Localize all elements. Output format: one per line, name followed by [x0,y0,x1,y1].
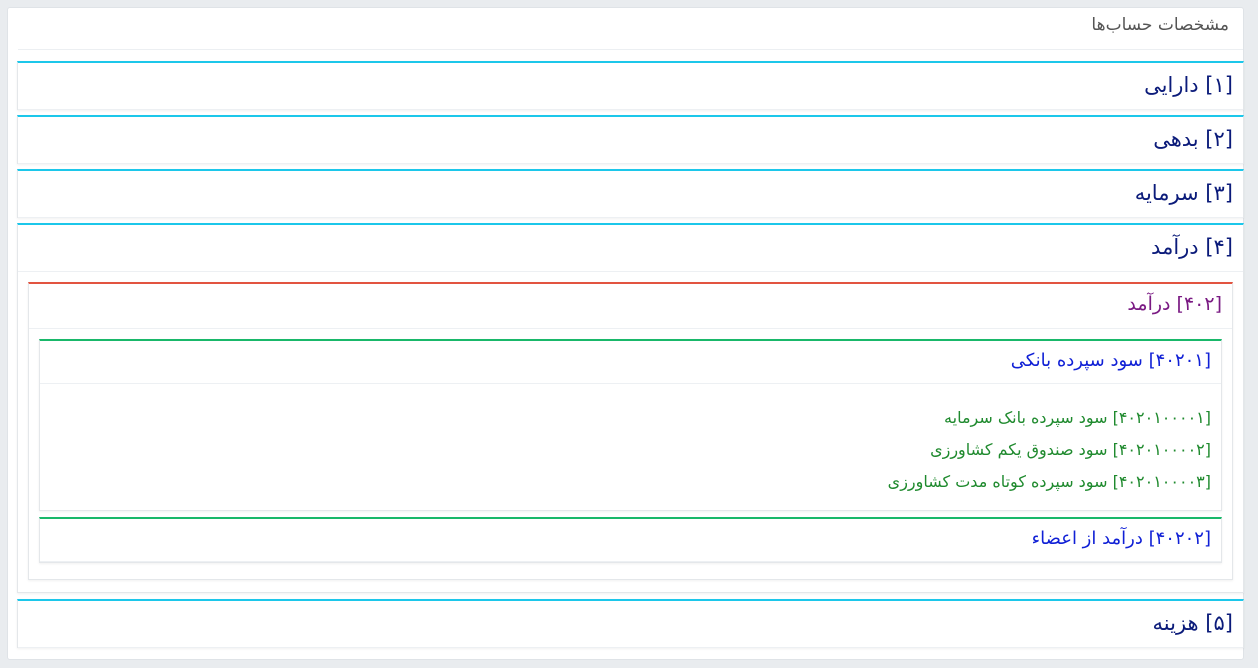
category-liabilities: [۲] بدهی [17,115,1244,164]
category-assets-header[interactable]: [۱] دارایی [18,63,1243,110]
category-revenue: [۴] درآمد [۴۰۲] درآمد [۴۰۲۰۱] سود سپرده … [17,223,1244,593]
category-equity: [۳] سرمایه [17,169,1244,218]
account-list: [۴۰۲۰۱۰۰۰۰۱] سود سپرده بانک سرمایه [۴۰۲۰… [40,384,1221,498]
group-member-revenue: [۴۰۲۰۲] درآمد از اعضاء [39,517,1222,563]
category-liabilities-header[interactable]: [۲] بدهی [18,117,1243,164]
group-bank-deposit-interest-header[interactable]: [۴۰۲۰۱] سود سپرده بانکی [40,341,1221,384]
subcategory-revenue-header[interactable]: [۴۰۲] درآمد [29,284,1232,329]
group-bank-deposit-interest: [۴۰۲۰۱] سود سپرده بانکی [۴۰۲۰۱۰۰۰۰۱] سود… [39,339,1222,511]
title-divider [18,49,1243,50]
account-item[interactable]: [۴۰۲۰۱۰۰۰۰۱] سود سپرده بانک سرمایه [944,408,1211,427]
group-member-revenue-header[interactable]: [۴۰۲۰۲] درآمد از اعضاء [40,519,1221,562]
category-expenses-header[interactable]: [۵] هزینه [18,601,1243,648]
category-assets: [۱] دارایی [17,61,1244,110]
page-title: مشخصات حساب‌ها [1091,15,1229,35]
accounts-panel: مشخصات حساب‌ها [۱] دارایی [۲] بدهی [۳] س… [7,7,1244,660]
category-equity-header[interactable]: [۳] سرمایه [18,171,1243,218]
category-expenses: [۵] هزینه [17,599,1244,648]
account-item[interactable]: [۴۰۲۰۱۰۰۰۰۲] سود صندوق یکم کشاورزی [930,440,1211,459]
subcategory-revenue: [۴۰۲] درآمد [۴۰۲۰۱] سود سپرده بانکی [۴۰۲… [28,282,1233,580]
account-item[interactable]: [۴۰۲۰۱۰۰۰۰۳] سود سپرده کوتاه مدت کشاورزی [887,472,1211,491]
category-revenue-header[interactable]: [۴] درآمد [18,225,1243,272]
